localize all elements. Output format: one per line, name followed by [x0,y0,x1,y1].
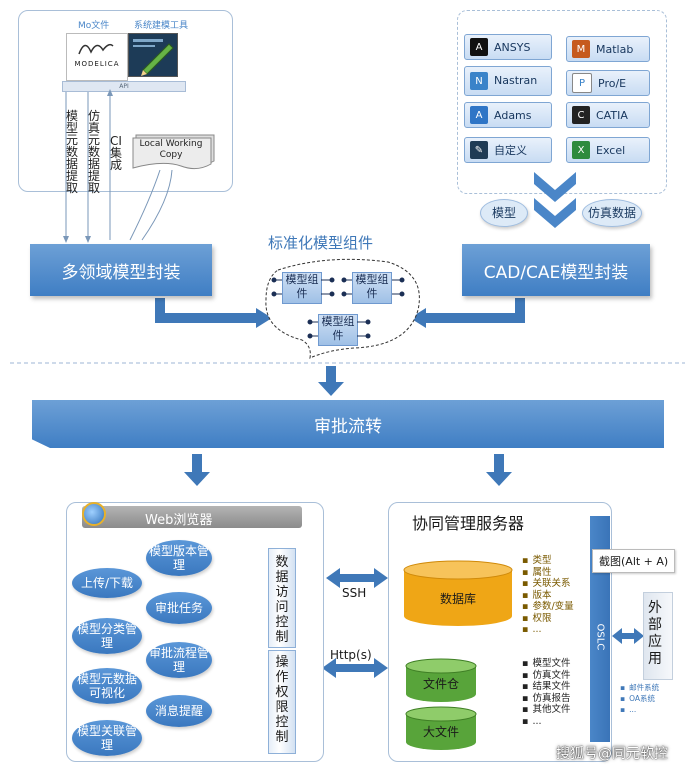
external-app-items: 邮件系统 OA系统 ... [620,682,659,715]
file-item: 其他文件 [522,704,570,716]
model-metadata-extract-label: 模型元数据提取 [66,109,79,195]
modelica-text: MODELICA [74,60,120,68]
model-version-mgmt-oval[interactable]: 模型版本管理 [146,540,212,576]
db-item: 权限 [522,613,574,625]
collab-server-title: 协同管理服务器 [412,514,525,533]
database-label: 数据库 [439,591,476,606]
db-item: 关联关系 [522,578,574,590]
ssh-label: SSH [342,586,367,600]
web-browser-title: Web浏览器 [145,513,213,528]
file-item: ... [522,716,570,728]
oslc-label: OSLC [594,623,606,651]
web-browser-titlebar [82,506,302,528]
mo-file-label: Mo文件 [78,21,110,31]
ie-icon [82,502,106,526]
db-item: ... [522,624,574,636]
external-item: OA系统 [620,693,659,704]
screenshot-tooltip: 截图(Alt + A) [592,549,676,573]
data-access-control-bar: 数据访问控制 [268,548,296,648]
file-store-cylinder [405,658,477,702]
modeling-tool-screenshot [128,33,178,77]
top-connectors [10,89,685,396]
pencil-icon [133,39,174,76]
catia-icon: C [572,106,590,124]
cad-cae-model-encapsulation-bar: CAD/CAE模型封装 [462,244,650,296]
database-cylinder [403,560,513,626]
nastran-icon: N [470,72,488,90]
sim-metadata-extract-label: 仿真元数据提取 [88,109,101,195]
file-item: 模型文件 [522,658,570,670]
excel-icon: X [572,141,590,159]
db-item: 属性 [522,567,574,579]
upload-download-oval[interactable]: 上传/下载 [72,568,142,598]
custom-pencil-icon: ✎ [470,141,488,159]
approval-flow-bar: 审批流转 [32,400,664,448]
db-item: 参数/变量 [522,601,573,613]
lower-arrows [184,454,644,678]
external-app-title: 外部应用 [648,600,662,667]
external-item: 邮件系统 [620,682,659,693]
sim-data-label-oval: 仿真数据 [582,199,642,227]
proe-icon: P [572,73,592,93]
api-bar: API [62,81,186,92]
ansys-icon: A [470,38,488,56]
adams-icon: A [470,106,488,124]
modelica-logo: MODELICA [66,33,128,81]
component-connector-dots [271,277,405,339]
model-component-3: 模型组件 [318,314,358,346]
file-item: 仿真文件 [522,670,570,682]
local-working-copy-doc: Local Working Copy [130,133,216,170]
big-file-label: 大文件 [422,724,459,739]
file-store-label: 文件仓 [422,676,459,691]
operation-permission-control-bar: 操作权限控制 [268,650,296,754]
chevron-down-arrows [534,172,576,228]
external-item: ... [620,704,659,715]
model-component-1: 模型组件 [282,272,322,304]
model-relation-mgmt-oval[interactable]: 模型关联管理 [72,720,142,756]
model-category-mgmt-oval[interactable]: 模型分类管理 [72,618,142,654]
file-item: 结果文件 [522,681,570,693]
message-reminder-oval[interactable]: 消息提醒 [146,695,212,727]
model-component-2: 模型组件 [352,272,392,304]
modeling-tool-label: 系统建模工具 [134,21,189,31]
ci-integration-label: CI集成 [110,134,123,172]
http-label: Http(s) [330,648,372,662]
external-app-box [643,592,673,680]
metadata-visualization-oval[interactable]: 模型元数据可视化 [72,668,142,704]
big-file-cylinder [405,706,477,750]
modelica-wave-icon [78,43,114,55]
matlab-icon: M [572,40,590,58]
tool-custom[interactable]: ✎自定义 [464,137,552,163]
db-item: 类型 [522,555,574,567]
approval-task-oval[interactable]: 审批任务 [146,592,212,624]
database-items: 类型 属性 关联关系 版本 参数/变量 权限 ... [522,555,574,636]
watermark: 搜狐号@同元软控 [556,746,668,762]
local-working-copy-label: Local Working Copy [139,139,203,160]
file-item: 仿真报告 [522,693,570,705]
standard-component-title: 标准化模型组件 [268,234,374,252]
model-label-oval: 模型 [480,199,528,227]
db-item: 版本 [522,590,574,602]
multi-domain-model-encapsulation-bar: 多领域模型封装 [30,244,212,296]
approval-process-mgmt-oval[interactable]: 审批流程管理 [146,642,212,678]
file-items: 模型文件 仿真文件 结果文件 仿真报告 其他文件 ... [522,658,570,727]
